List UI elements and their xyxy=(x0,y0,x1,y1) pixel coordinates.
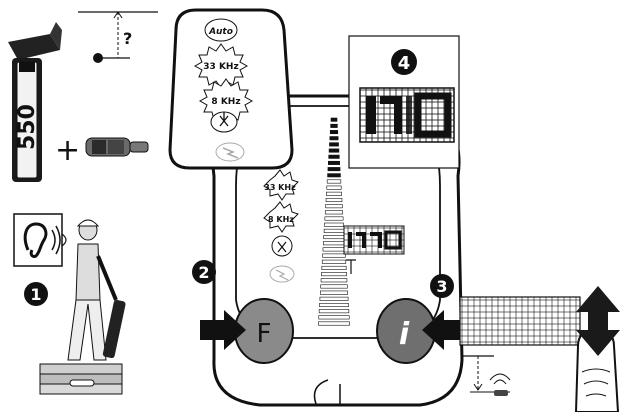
bargraph-segment xyxy=(323,241,345,246)
bargraph-segment xyxy=(329,136,339,141)
bargraph-segment xyxy=(328,148,340,153)
small-depth-marker xyxy=(346,259,356,274)
bargraph-segment xyxy=(318,315,350,320)
bargraph-segment xyxy=(327,173,341,178)
svg-text:33 KHz: 33 KHz xyxy=(203,62,238,72)
svg-text:2: 2 xyxy=(198,263,209,282)
press-arrow-right xyxy=(422,310,466,350)
lightning-mode-icon[interactable] xyxy=(215,142,245,162)
bargraph-segment xyxy=(318,321,350,326)
bargraph-segment xyxy=(321,265,347,270)
press-arrow-left xyxy=(200,310,246,350)
mode-panel: Auto 33 KHz 8 KHz xyxy=(168,8,294,170)
radio-waves-icon xyxy=(51,225,61,255)
svg-text:1: 1 xyxy=(30,285,41,304)
up-down-arrow-icon xyxy=(576,286,620,356)
ground-layers xyxy=(39,363,123,395)
bargraph-segment xyxy=(325,197,343,202)
depth-question-mark: ? xyxy=(123,29,132,48)
bargraph-segment xyxy=(326,179,342,184)
bargraph-segment xyxy=(322,247,346,252)
bargraph-segment xyxy=(320,278,348,283)
signal-bargraph xyxy=(318,117,350,326)
bargraph-segment xyxy=(323,235,345,240)
step-2-badge: 2 xyxy=(192,260,216,284)
bargraph-segment xyxy=(319,302,349,307)
ear-icon xyxy=(23,222,48,258)
depth-readout-panel: 4 xyxy=(348,35,460,169)
sonde-depth-matrix xyxy=(459,296,581,346)
cable xyxy=(313,379,341,405)
depth-indicator: ? xyxy=(78,11,158,63)
step-4-badge: 4 xyxy=(391,49,417,75)
bargraph-segment xyxy=(323,228,345,233)
ear-box xyxy=(13,213,67,267)
bargraph-segment xyxy=(319,296,349,301)
svg-text:8 KHz: 8 KHz xyxy=(268,215,294,224)
bargraph-segment xyxy=(330,123,338,128)
bargraph-segment xyxy=(329,130,339,135)
small-depth-display xyxy=(343,225,405,255)
step-1-badge: 1 xyxy=(24,282,48,306)
inner-antenna-icon xyxy=(271,235,293,257)
bargraph-segment xyxy=(325,204,343,209)
bargraph-segment xyxy=(324,222,344,227)
bargraph-segment xyxy=(324,210,344,215)
bargraph-segment xyxy=(329,142,339,147)
operator-figure xyxy=(67,219,126,361)
svg-text:Auto: Auto xyxy=(208,27,233,37)
svg-text:4: 4 xyxy=(398,53,411,74)
inner-freq-high-icon: 33 KHz xyxy=(263,169,299,201)
svg-text:8 KHz: 8 KHz xyxy=(211,97,240,107)
antenna-mode-icon[interactable] xyxy=(210,111,238,133)
sonde-transmitter xyxy=(85,137,149,157)
bargraph-segment xyxy=(318,309,350,314)
bargraph-segment xyxy=(322,253,346,258)
inner-freq-low-icon: 8 KHz xyxy=(263,201,299,233)
bargraph-segment xyxy=(320,284,348,289)
sonde-icon xyxy=(489,373,511,396)
bargraph-segment xyxy=(324,216,344,221)
locator-model-label: 550 xyxy=(15,104,40,150)
svg-text:F: F xyxy=(257,319,272,349)
locator-device: 550 xyxy=(8,22,62,182)
auto-mode-icon[interactable]: Auto xyxy=(204,18,238,42)
svg-text:3: 3 xyxy=(436,277,447,296)
sonde-depth-indicator xyxy=(462,355,511,396)
svg-text:i: i xyxy=(399,317,410,352)
bargraph-segment xyxy=(326,185,342,190)
bargraph-segment xyxy=(321,259,347,264)
small-display-digits xyxy=(348,230,402,250)
target-dot xyxy=(93,53,103,63)
bargraph-segment xyxy=(326,191,342,196)
plus-sign: + xyxy=(55,133,80,168)
bargraph-segment xyxy=(328,154,340,159)
bargraph-segment xyxy=(319,290,349,295)
inner-lightning-icon xyxy=(269,265,295,283)
bargraph-segment xyxy=(330,117,338,122)
inner-mode-list: 33 KHz 8 KHz xyxy=(263,169,299,283)
svg-text:33 KHz: 33 KHz xyxy=(264,183,296,192)
bargraph-segment xyxy=(328,160,340,165)
bargraph-segment xyxy=(327,167,341,172)
bargraph-segment xyxy=(321,272,347,277)
step-3-badge: 3 xyxy=(430,274,454,298)
depth-readout-digits xyxy=(366,92,452,138)
